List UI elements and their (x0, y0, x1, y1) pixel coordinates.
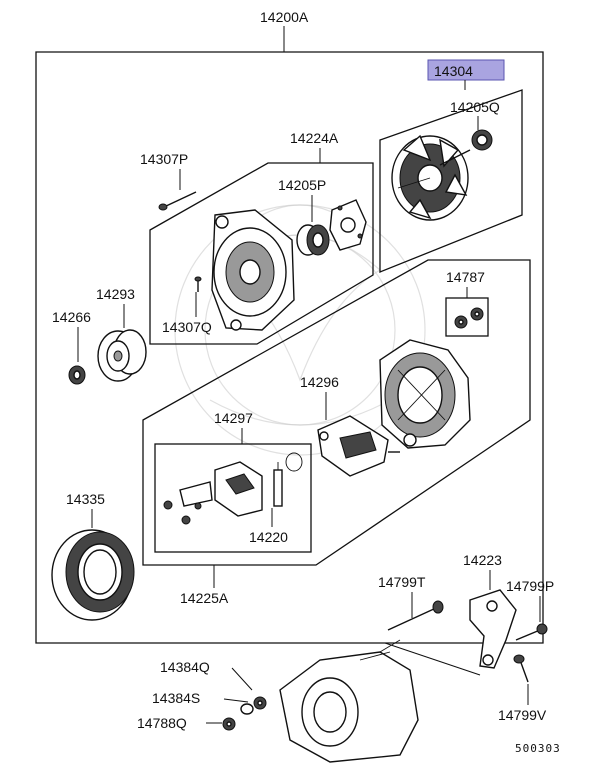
label-14205P[interactable]: 14205P (278, 177, 326, 193)
front-bracket-outline (149, 162, 374, 345)
label-14335[interactable]: 14335 (66, 491, 105, 507)
rear-nut-set-part[interactable] (454, 307, 484, 329)
rear-bracket-kit-outline (142, 259, 531, 566)
label-14225A[interactable]: 14225A (180, 590, 229, 606)
long-bolt-part[interactable] (387, 600, 444, 631)
nut-set-box (445, 297, 489, 337)
label-14205Q[interactable]: 14205Q (450, 99, 500, 115)
label-14799T[interactable]: 14799T (378, 574, 426, 590)
through-bolt-part[interactable] (158, 191, 197, 211)
stator-part[interactable] (51, 529, 135, 621)
leader-14384Q (231, 667, 253, 691)
small-nut-part[interactable] (222, 717, 236, 731)
bolt-v-part[interactable] (513, 654, 529, 683)
label-14297[interactable]: 14297 (214, 410, 253, 426)
label-14384S[interactable]: 14384S (152, 690, 200, 706)
rear-bracket-part[interactable] (379, 339, 471, 449)
rotor-part[interactable] (391, 134, 471, 221)
rear-kit-outline (379, 89, 523, 273)
label-14266[interactable]: 14266 (52, 309, 91, 325)
label-14788Q[interactable]: 14788Q (137, 715, 187, 731)
regulator-kit-box (154, 443, 312, 553)
label-14223[interactable]: 14223 (463, 552, 502, 568)
highlight-box-14304 (427, 59, 505, 81)
stay-bracket-part[interactable] (469, 589, 517, 669)
label-14200A[interactable]: 14200A (260, 9, 309, 25)
label-14799V[interactable]: 14799V (498, 707, 547, 723)
washer-s-part[interactable] (240, 703, 254, 715)
front-bearing-part[interactable] (296, 224, 330, 256)
label-14293[interactable]: 14293 (96, 286, 135, 302)
label-14384Q[interactable]: 14384Q (160, 659, 210, 675)
label-14799P[interactable]: 14799P (506, 578, 554, 594)
label-14296[interactable]: 14296 (300, 374, 339, 390)
label-14304[interactable]: 14304 (434, 63, 473, 79)
front-screw-part[interactable] (194, 276, 202, 292)
label-14220[interactable]: 14220 (249, 529, 288, 545)
regulator-part[interactable] (163, 461, 263, 525)
pulley-nut-part[interactable] (68, 365, 86, 385)
label-14307Q[interactable]: 14307Q (162, 319, 212, 335)
snap-ring-part[interactable] (285, 452, 303, 472)
pulley-part[interactable] (97, 329, 147, 382)
bolt-p-part[interactable] (515, 623, 548, 641)
rectifier-part[interactable] (317, 415, 400, 477)
diagram-code: 500303 (515, 742, 561, 755)
leader-assembly-to-unit (384, 642, 481, 676)
label-14224A[interactable]: 14224A (290, 130, 339, 146)
brush-part[interactable] (273, 462, 283, 507)
front-bracket-part[interactable] (211, 209, 295, 331)
retainer-plate-part[interactable] (329, 199, 367, 251)
rear-bearing-part[interactable] (471, 129, 493, 151)
label-14787[interactable]: 14787 (446, 269, 485, 285)
leader-14384S (223, 698, 249, 703)
assembly-outline (35, 51, 544, 644)
alternator-unit[interactable] (279, 639, 419, 763)
nut-q-part[interactable] (253, 696, 267, 710)
label-14307P[interactable]: 14307P (140, 151, 188, 167)
